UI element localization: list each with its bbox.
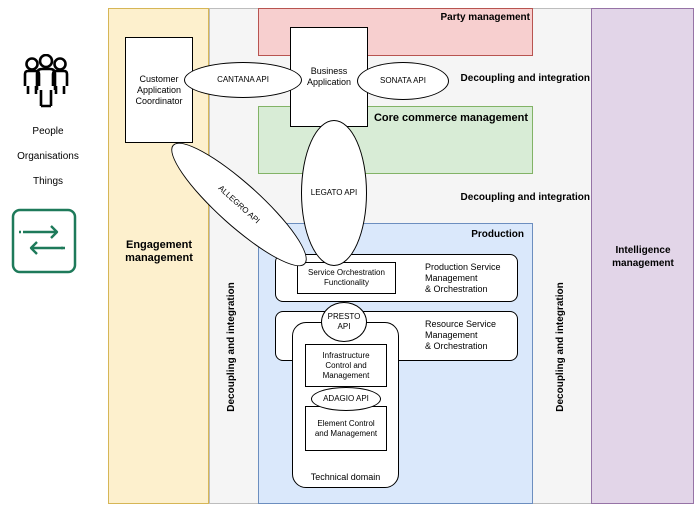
cantana-api: CANTANA API — [184, 62, 302, 98]
decoupling-top-label: Decoupling and integration — [460, 73, 590, 84]
resource-service-label: Resource Service Management & Orchestrat… — [425, 319, 497, 351]
decoupling-mid-label: Decoupling and integration — [460, 192, 590, 203]
allegro-api-label: ALLEGRO API — [216, 183, 262, 226]
customer-application-coordinator: Customer Application Coordinator — [125, 37, 193, 143]
adagio-api: ADAGIO API — [311, 387, 381, 411]
service-orchestration-box: Service Orchestration Functionality — [297, 262, 396, 294]
engagement-management-label: Engagement management — [125, 239, 193, 264]
production-service-label: Production Service Management & Orchestr… — [425, 262, 501, 294]
organisations-label: Organisations — [17, 151, 79, 162]
people-label: People — [32, 126, 64, 137]
exchange-arrows-icon — [11, 208, 77, 274]
production-label: Production — [471, 229, 524, 240]
presto-api: PRESTO API — [321, 302, 367, 342]
sonata-api: SONATA API — [357, 62, 449, 100]
things-label: Things — [32, 176, 63, 187]
business-application: Business Application — [290, 27, 368, 127]
intelligence-management-column — [591, 8, 694, 504]
technical-domain-label: Technical domain — [310, 472, 381, 482]
infrastructure-control-box: Infrastructure Control and Management — [305, 344, 387, 387]
element-control-box: Element Control and Management — [305, 406, 387, 451]
intelligence-management-label: Intelligence management — [612, 245, 674, 269]
legato-api: LEGATO API — [301, 120, 367, 266]
decoupling-left-label: Decoupling and integration — [226, 282, 237, 412]
decoupling-right-label: Decoupling and integration — [555, 282, 566, 412]
people-group-icon — [22, 53, 70, 110]
party-management-label: Party management — [440, 12, 530, 23]
core-commerce-label: Core commerce management — [373, 112, 528, 124]
